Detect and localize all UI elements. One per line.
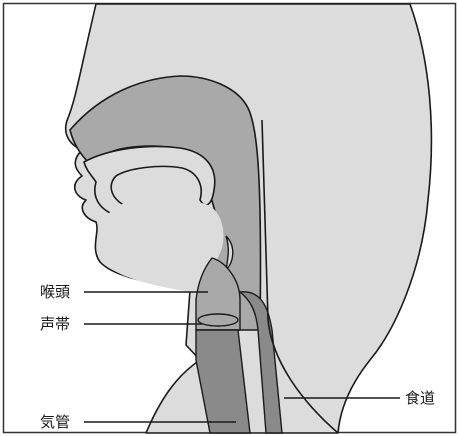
trachea-label: 気管 [40,413,70,431]
larynx-label: 喉頭 [40,283,70,301]
esophagus-label: 食道 [405,389,435,407]
vocal-cords-shape [198,314,238,326]
vocal-cords-label: 声帯 [40,315,70,333]
